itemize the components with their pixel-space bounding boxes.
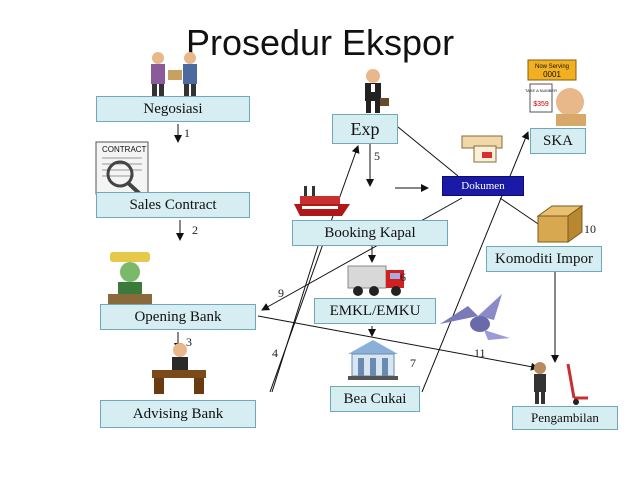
contract-document-icon: CONTRACT xyxy=(95,141,149,196)
arrow-7 xyxy=(421,131,530,393)
step-number-6: 6 xyxy=(400,270,406,284)
ship-icon xyxy=(294,186,350,216)
porter-cart-icon xyxy=(534,362,588,405)
node-dokumen: Dokumen xyxy=(442,176,524,196)
step-number-9: 9 xyxy=(278,286,284,300)
node-sales-contract: Sales Contract xyxy=(96,192,250,218)
node-advising-bank: Advising Bank xyxy=(100,400,256,428)
contract-text-label: CONTRACT xyxy=(102,145,147,154)
sign-number: 0001 xyxy=(543,70,561,79)
node-negosiasi: Negosiasi xyxy=(96,96,250,122)
cargo-boxes-icon xyxy=(536,205,584,243)
step-number-3: 3 xyxy=(186,335,192,349)
eagle-icon xyxy=(440,294,510,340)
line-booking-advising xyxy=(271,245,319,393)
arrow-11 xyxy=(257,315,539,371)
node-bea-cukai: Bea Cukai xyxy=(330,386,420,412)
node-komoditi-impor: Komoditi Impor xyxy=(486,246,602,272)
exporter-person-icon xyxy=(365,69,389,113)
step-number-10: 10 xyxy=(584,222,596,236)
page-title: Prosedur Ekspor xyxy=(185,22,455,63)
sign-price: $359 xyxy=(533,101,549,108)
customs-building-icon xyxy=(348,340,398,380)
node-opening-bank: Opening Bank xyxy=(100,304,256,330)
step-number-11: 11 xyxy=(474,346,486,360)
sign-now-serving: Now Serving xyxy=(535,64,569,70)
negotiation-people-icon xyxy=(151,52,197,96)
node-ska: SKA xyxy=(530,128,586,154)
step-number-1: 1 xyxy=(184,126,190,140)
step-number-7: 7 xyxy=(410,356,416,370)
node-emkl-emku: EMKL/EMKU xyxy=(314,298,436,324)
documents-icon xyxy=(461,135,503,163)
node-pengambilan: Pengambilan xyxy=(512,406,618,430)
arrow-9 xyxy=(261,197,463,311)
step-number-2: 2 xyxy=(192,223,198,237)
bank-cashier-icon xyxy=(108,252,152,304)
office-desk-icon xyxy=(152,343,206,394)
node-booking-kapal: Booking Kapal xyxy=(292,220,448,246)
line-exp-dokumen xyxy=(397,126,459,177)
step-number-4: 4 xyxy=(272,346,278,360)
truck-icon xyxy=(347,265,404,296)
step-number-5: 5 xyxy=(374,149,380,163)
sign-take-number: TAKE A NUMBER xyxy=(525,88,557,93)
node-exp: Exp xyxy=(332,114,398,144)
queue-number-sign-icon: Now Serving 0001 TAKE A NUMBER $359 xyxy=(525,59,586,126)
